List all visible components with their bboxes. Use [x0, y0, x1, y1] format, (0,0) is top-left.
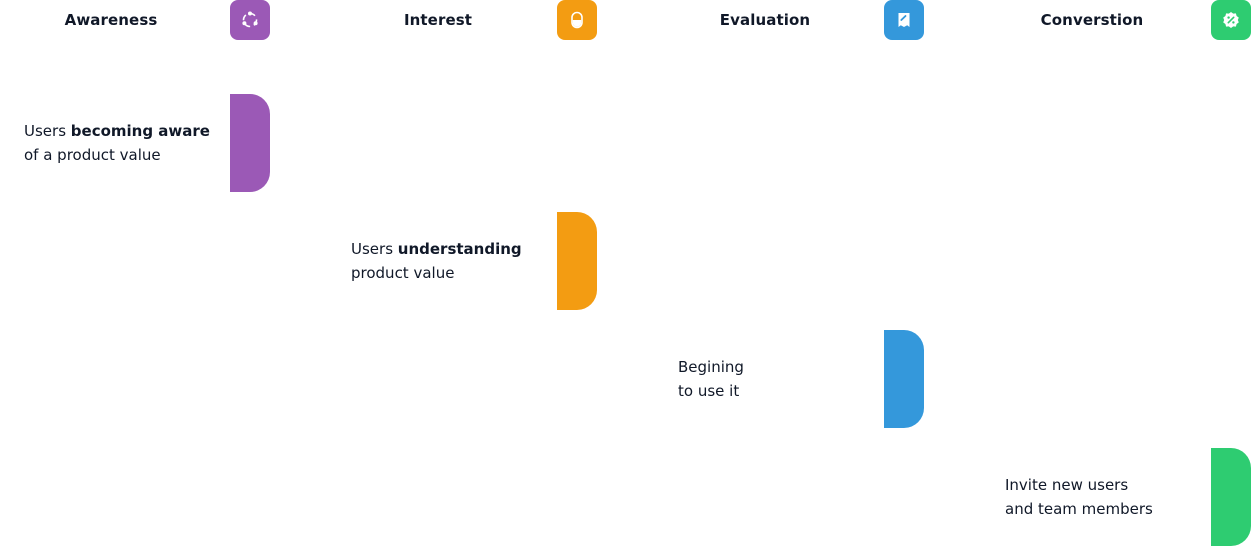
description-line: Begining — [678, 358, 744, 376]
stage-title-evaluation: Evaluation — [719, 11, 811, 29]
description-line: product value — [351, 264, 455, 282]
bookmark-ticket-icon — [898, 13, 910, 27]
stage-description-conversion: Invite new users and team members — [1005, 473, 1205, 521]
stage-bar-conversion — [1211, 448, 1251, 546]
stage-title-awareness: Awareness — [64, 11, 158, 29]
description-line: of a product value — [24, 146, 161, 164]
stage-description-interest: Users understanding product value — [351, 237, 551, 285]
stage-bar-interest — [557, 212, 597, 310]
toggle-capsule-icon — [571, 11, 583, 29]
share-nodes-icon — [242, 11, 258, 28]
discount-badge-icon — [1223, 12, 1239, 28]
description-line: Users becoming aware — [24, 122, 210, 140]
stage-title-interest: Interest — [403, 11, 473, 29]
stage-icon-evaluation — [884, 0, 924, 40]
stage-description-awareness: Users becoming aware of a product value — [24, 119, 224, 167]
description-line: to use it — [678, 382, 740, 400]
description-line: and team members — [1005, 500, 1153, 518]
description-line: Users understanding — [351, 240, 522, 258]
stage-bar-awareness — [230, 94, 270, 192]
stage-icon-interest — [557, 0, 597, 40]
description-line: Invite new users — [1005, 476, 1129, 494]
stage-icon-conversion — [1211, 0, 1251, 40]
stage-icon-awareness — [230, 0, 270, 40]
stage-bar-evaluation — [884, 330, 924, 428]
stage-description-evaluation: Begining to use it — [678, 355, 878, 403]
stage-title-conversion: Converstion — [1040, 11, 1144, 29]
